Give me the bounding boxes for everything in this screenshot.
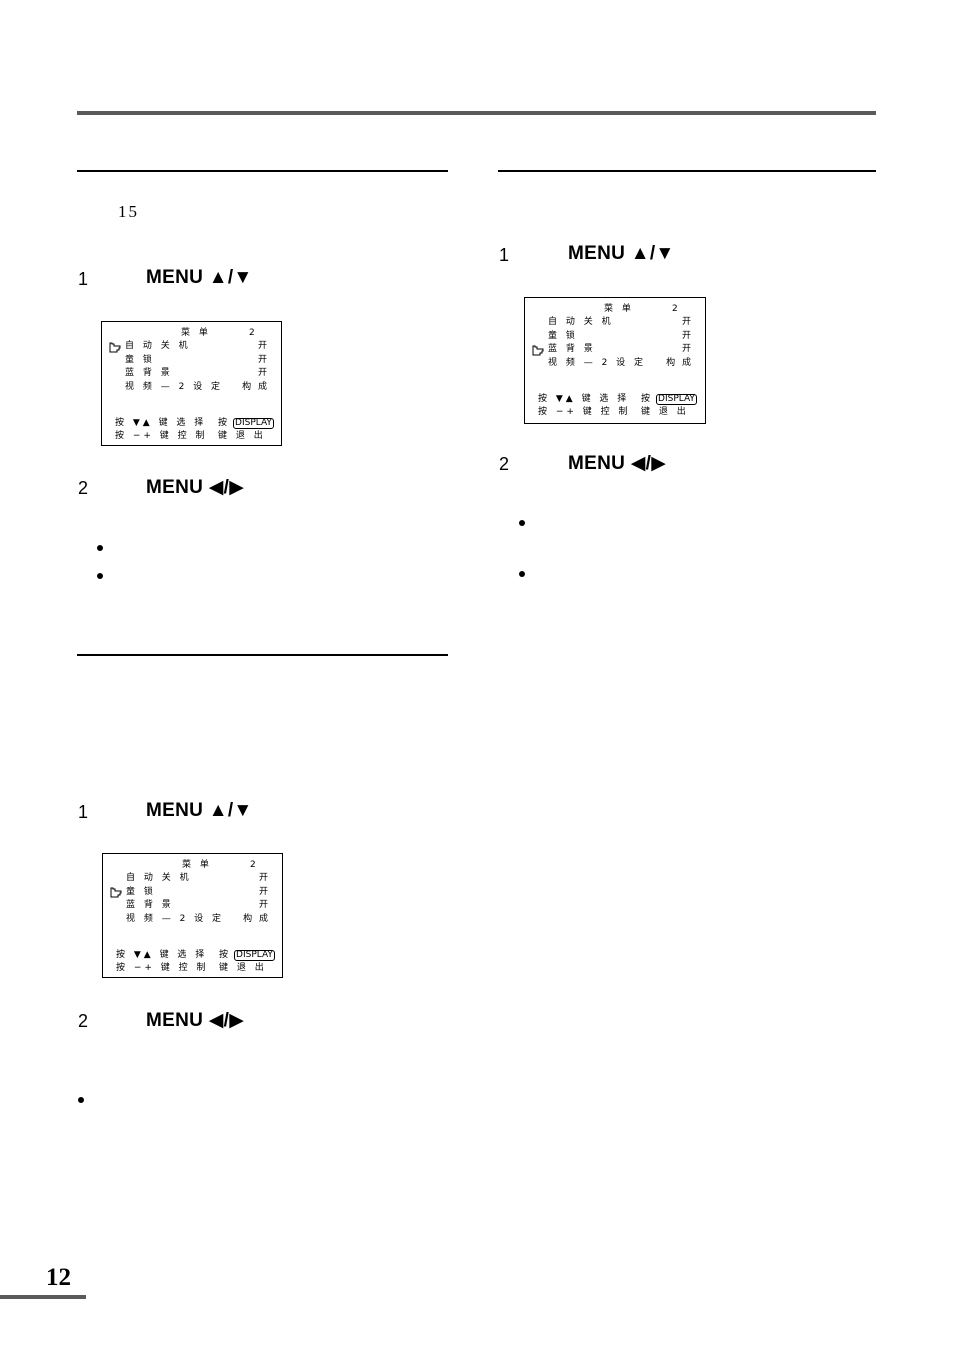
osd-footer-control: 按 −+ 键 控 制 bbox=[538, 407, 631, 417]
osd-menu-screen: 菜 单 2 自 动 关 机 开 童 锁 开 蓝 背 景 开 视 频 — 2 设 … bbox=[101, 321, 282, 446]
step-number: 2 bbox=[78, 478, 89, 498]
osd-footer-exit: 键 退 出 bbox=[641, 407, 689, 417]
osd-row-value: 开 bbox=[258, 887, 268, 897]
osd-row-value: 开 bbox=[258, 873, 268, 883]
osd-row-label: 蓝 背 景 bbox=[548, 344, 596, 354]
osd-footer-select: 按 ▼▲ 键 选 择 bbox=[116, 950, 208, 960]
step-key-menu-updown: MENU ▲/▼ bbox=[146, 267, 253, 288]
osd-page-number: 2 bbox=[250, 860, 256, 870]
osd-row-value: 构 成 bbox=[666, 358, 693, 368]
osd-row-label: 自 动 关 机 bbox=[126, 873, 192, 883]
osd-row-value: 开 bbox=[258, 900, 268, 910]
osd-row-value: 构 成 bbox=[242, 382, 269, 392]
intro-page-ref: 15 bbox=[118, 202, 139, 221]
osd-menu-screen: 菜 单 2 自 动 关 机 开 童 锁 开 蓝 背 景 开 视 频 — 2 设 … bbox=[102, 853, 283, 978]
osd-row-value: 开 bbox=[257, 341, 267, 351]
osd-footer-control: 按 −+ 键 控 制 bbox=[115, 431, 208, 441]
osd-row-value: 构 成 bbox=[243, 914, 270, 924]
page-number-rule bbox=[0, 1295, 86, 1299]
step-number: 1 bbox=[499, 245, 510, 265]
osd-row-value: 开 bbox=[257, 368, 267, 378]
page-number: 12 bbox=[46, 1264, 71, 1291]
osd-footer-control: 按 −+ 键 控 制 bbox=[116, 963, 209, 973]
osd-footer-select: 按 ▼▲ 键 选 择 bbox=[538, 394, 630, 404]
step-number: 2 bbox=[499, 454, 510, 474]
osd-row-label: 童 锁 bbox=[125, 355, 155, 365]
osd-footer-exit: 键 退 出 bbox=[218, 431, 266, 441]
osd-menu-screen: 菜 单 2 自 动 关 机 开 童 锁 开 蓝 背 景 开 视 频 — 2 设 … bbox=[524, 297, 706, 424]
header-rule bbox=[77, 111, 876, 115]
step-number: 1 bbox=[78, 802, 89, 822]
pointing-hand-icon bbox=[110, 887, 122, 898]
step-key-menu-updown: MENU ▲/▼ bbox=[146, 800, 253, 821]
osd-row-value: 开 bbox=[257, 355, 267, 365]
osd-title: 菜 单 bbox=[181, 328, 211, 338]
osd-page-number: 2 bbox=[672, 304, 678, 314]
bullet bbox=[97, 573, 103, 579]
step-key-menu-leftright: MENU ◀/▶ bbox=[568, 453, 667, 474]
osd-row-label: 视 频 — 2 设 定 bbox=[126, 914, 225, 924]
display-button-icon: DISPLAY bbox=[233, 418, 274, 429]
step-number: 2 bbox=[78, 1011, 89, 1031]
osd-row-value: 开 bbox=[681, 344, 691, 354]
bullet bbox=[97, 545, 103, 551]
osd-title: 菜 单 bbox=[604, 304, 634, 314]
display-button-icon: DISPLAY bbox=[656, 394, 697, 405]
bullet bbox=[519, 520, 525, 526]
osd-row-label: 视 频 — 2 设 定 bbox=[548, 358, 647, 368]
osd-row-label: 蓝 背 景 bbox=[126, 900, 174, 910]
osd-footer-press: 按 bbox=[219, 950, 232, 960]
osd-row-label: 童 锁 bbox=[548, 331, 578, 341]
osd-footer-press: 按 bbox=[641, 394, 654, 404]
osd-row-label: 自 动 关 机 bbox=[548, 317, 614, 327]
step-key-menu-leftright: MENU ◀/▶ bbox=[146, 1010, 245, 1031]
pointing-hand-icon bbox=[532, 345, 544, 356]
osd-row-value: 开 bbox=[681, 331, 691, 341]
osd-row-label: 童 锁 bbox=[126, 887, 156, 897]
bullet bbox=[78, 1097, 84, 1103]
osd-row-label: 视 频 — 2 设 定 bbox=[125, 382, 224, 392]
osd-footer-exit: 键 退 出 bbox=[219, 963, 267, 973]
step-key-menu-updown: MENU ▲/▼ bbox=[568, 243, 675, 264]
section-rule-right-1 bbox=[498, 170, 876, 172]
osd-footer-press: 按 bbox=[218, 418, 231, 428]
osd-page-number: 2 bbox=[249, 328, 255, 338]
display-button-icon: DISPLAY bbox=[234, 950, 275, 961]
step-key-menu-leftright: MENU ◀/▶ bbox=[146, 477, 245, 498]
osd-title: 菜 单 bbox=[182, 860, 212, 870]
pointing-hand-icon bbox=[109, 342, 121, 353]
osd-footer-select: 按 ▼▲ 键 选 择 bbox=[115, 418, 207, 428]
bullet bbox=[519, 571, 525, 577]
step-number: 1 bbox=[78, 269, 89, 289]
osd-row-value: 开 bbox=[681, 317, 691, 327]
osd-row-label: 蓝 背 景 bbox=[125, 368, 173, 378]
section-rule-left-2 bbox=[77, 654, 448, 656]
osd-row-label: 自 动 关 机 bbox=[125, 341, 191, 351]
section-rule-left-1 bbox=[77, 170, 448, 172]
